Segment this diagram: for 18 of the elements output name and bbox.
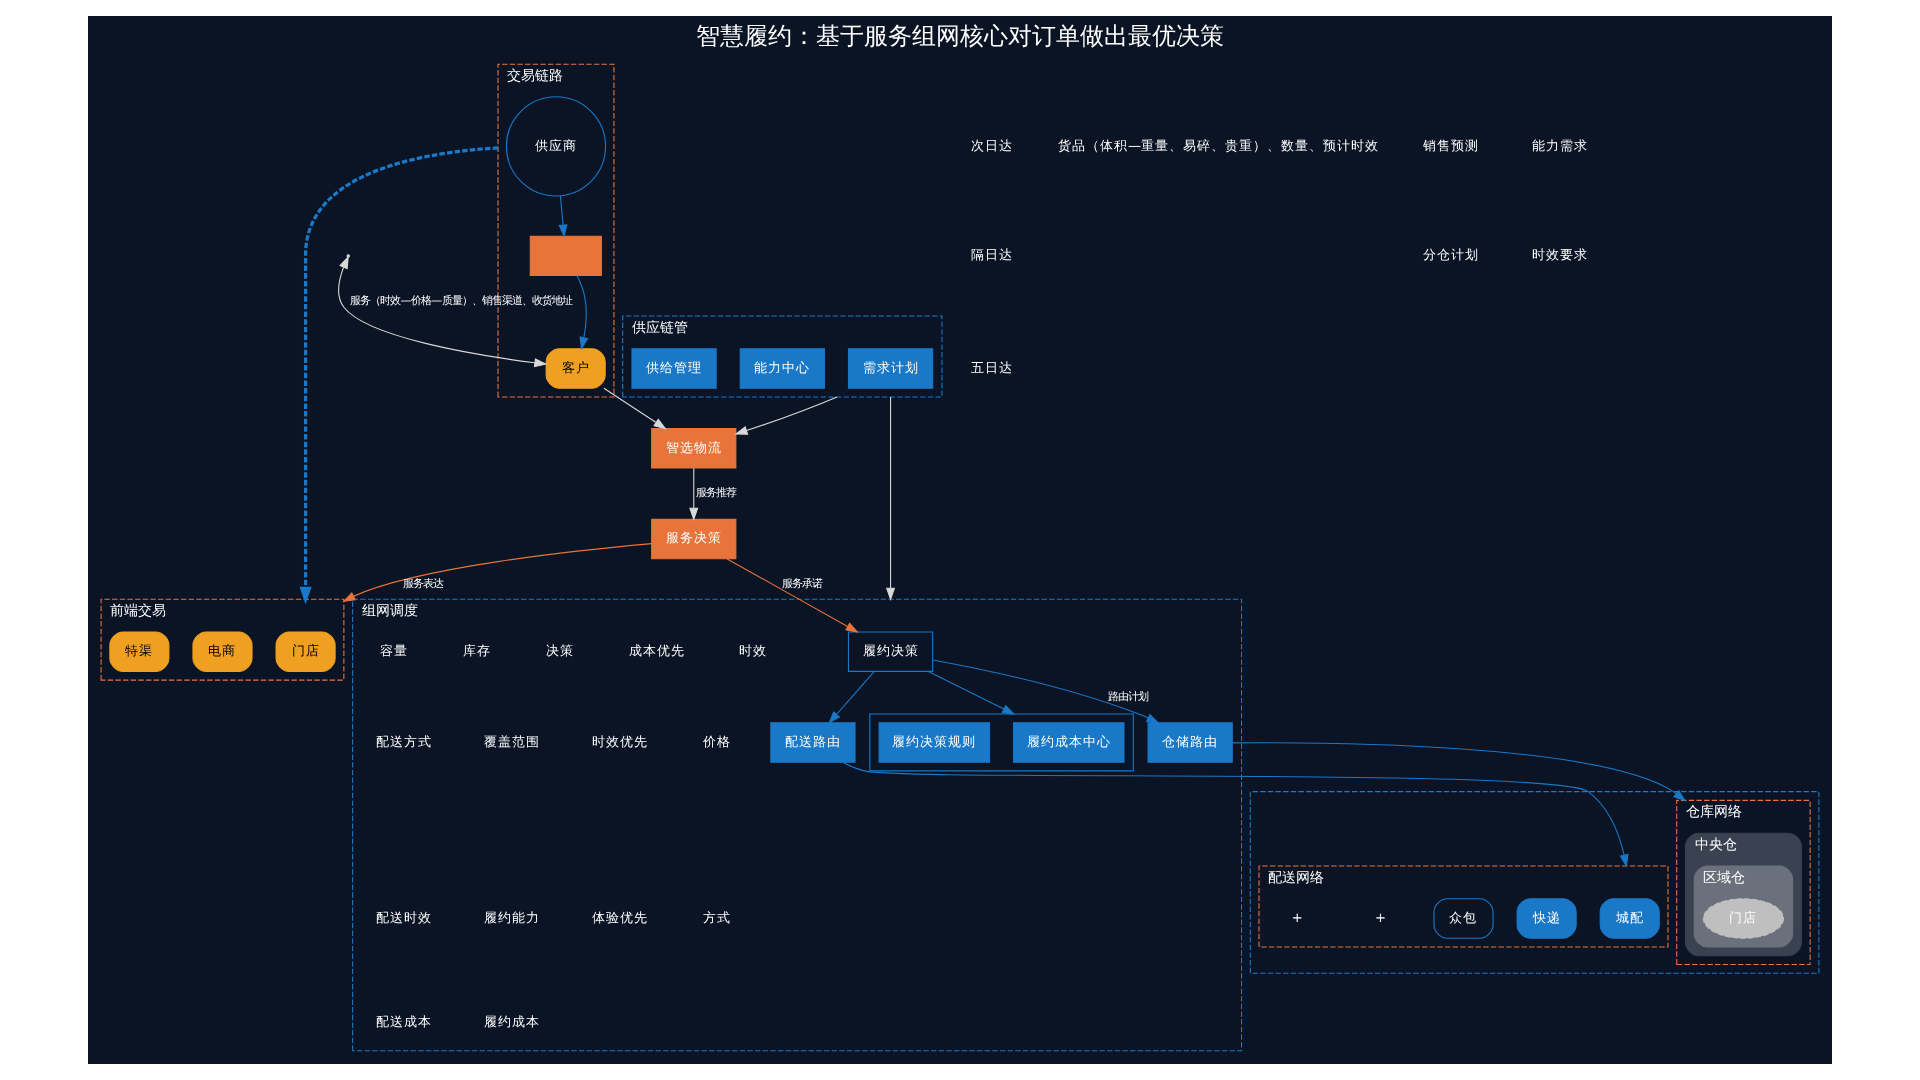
arrow [828,671,875,724]
arrow [927,671,1016,715]
arrow [603,387,667,430]
arrow [342,543,653,603]
arrow [726,558,859,633]
cluster [869,713,1134,772]
arrow [576,275,589,351]
arrow [932,659,1160,724]
node-box [529,235,602,277]
arrow [1232,742,1687,802]
arrow [734,396,838,435]
diagram-title: 智慧履约：基于服务组网核心对订单做出最优决策 [696,22,1224,51]
arrow [689,467,699,521]
arrow [841,761,1629,868]
arrow [299,146,499,605]
arrow [885,396,896,601]
arrow [558,195,568,238]
arrow [338,255,548,368]
